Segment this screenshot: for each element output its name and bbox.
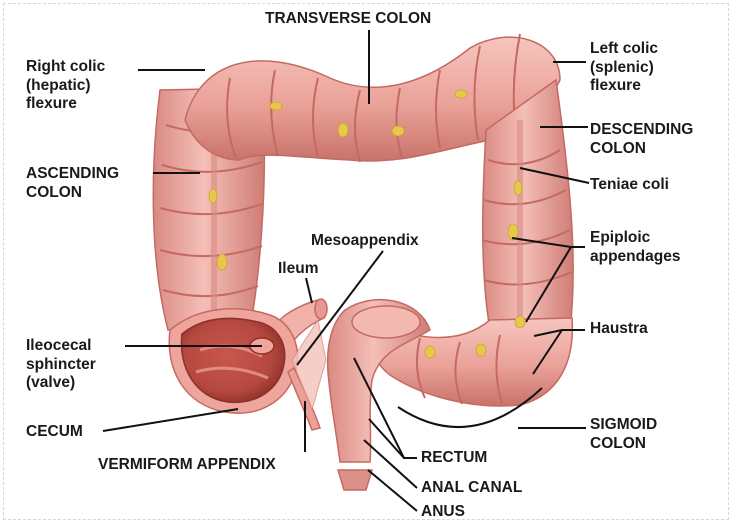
label-right-colic-flexure: Right colic (hepatic) flexure	[26, 58, 105, 114]
label-anus: ANUS	[421, 503, 465, 522]
label-epiploic-appendages: Epiploic appendages	[590, 229, 680, 266]
leader-ileum	[306, 278, 312, 303]
label-transverse-colon: TRANSVERSE COLON	[265, 10, 431, 29]
label-ascending-colon: ASCENDING COLON	[26, 165, 119, 202]
label-descending-colon: DESCENDING COLON	[590, 121, 693, 158]
label-cecum: CECUM	[26, 423, 83, 442]
label-vermiform-appendix: VERMIFORM APPENDIX	[98, 456, 276, 475]
label-anal-canal: ANAL CANAL	[421, 479, 522, 498]
label-left-colic-flexure: Left colic (splenic) flexure	[590, 40, 658, 96]
leader-cecum	[103, 409, 238, 431]
label-sigmoid-colon: SIGMOID COLON	[590, 416, 657, 453]
label-ileum: Ileum	[278, 260, 318, 279]
cecum-shape	[169, 309, 297, 413]
label-ileocecal-sphincter: Ileocecal sphincter (valve)	[26, 337, 96, 393]
leader-anal-canal	[364, 440, 417, 488]
label-teniae-coli: Teniae coli	[590, 176, 669, 195]
leader-anus	[368, 470, 417, 511]
label-rectum: RECTUM	[421, 449, 487, 468]
rectum-shape	[328, 300, 430, 490]
label-haustra: Haustra	[590, 320, 648, 339]
label-mesoappendix: Mesoappendix	[311, 232, 419, 251]
